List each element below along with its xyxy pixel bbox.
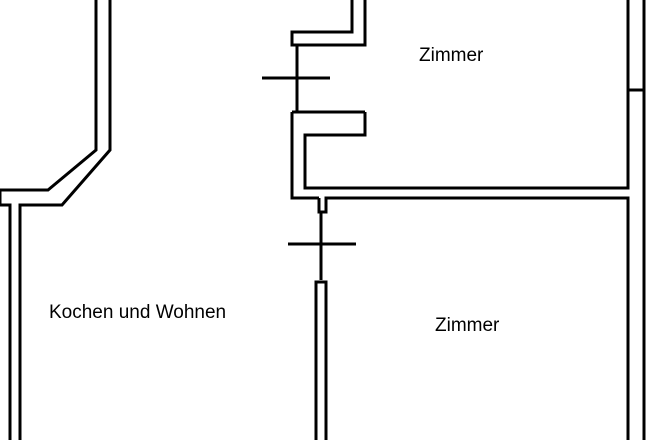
room-label-zimmer-top: Zimmer xyxy=(419,45,484,66)
door-marker-middle xyxy=(288,212,356,280)
room-label-kochen-wohnen: Kochen und Wohnen xyxy=(49,302,227,323)
center-middle-wall xyxy=(290,0,630,200)
room-divider-wall xyxy=(317,196,630,440)
right-exterior-wall xyxy=(628,0,646,440)
partition-wall xyxy=(314,280,328,440)
door-marker-top xyxy=(262,45,330,112)
center-top-wall xyxy=(290,0,367,47)
room-label-zimmer-bottom: Zimmer xyxy=(435,315,500,336)
left-exterior-wall xyxy=(0,0,112,440)
